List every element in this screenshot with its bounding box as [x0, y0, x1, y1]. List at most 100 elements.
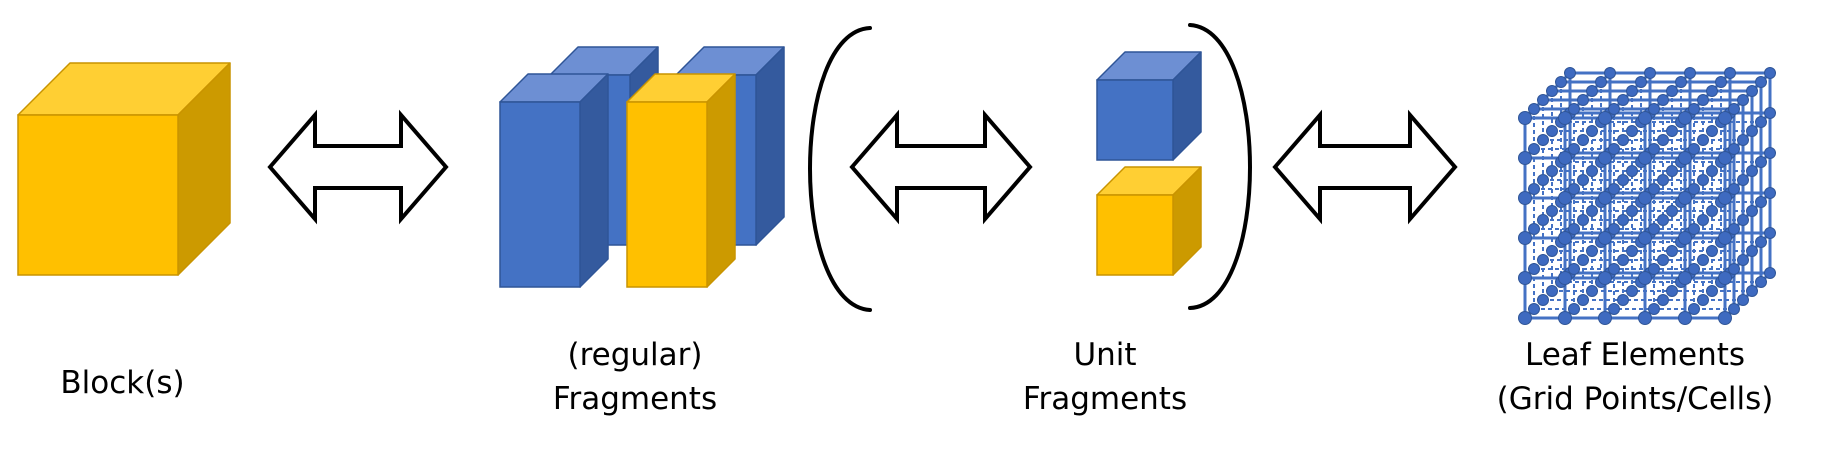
grid-node [1678, 191, 1692, 205]
unit-fragment-yellow [1096, 166, 1202, 276]
grid-node [1697, 94, 1709, 106]
grid-node [1528, 223, 1540, 235]
grid-node [1688, 143, 1700, 155]
grid-node [1568, 223, 1580, 235]
grid-node [1626, 165, 1638, 177]
grid-node [1598, 311, 1612, 325]
grid-node [1638, 271, 1652, 285]
grid-node [1617, 134, 1629, 146]
grid-node [1638, 231, 1652, 245]
grid-node [1558, 111, 1572, 125]
grid-node [1528, 103, 1540, 115]
grid-node [1546, 125, 1558, 137]
grid-node [1577, 214, 1589, 226]
grid-node [1546, 245, 1558, 257]
grid-node [1617, 94, 1629, 106]
grid-node [1626, 85, 1638, 97]
grid-node [1764, 147, 1776, 159]
caption-regular-fragments-line-2: Fragments [552, 381, 718, 417]
grid-node [1537, 214, 1549, 226]
grid-node [1617, 254, 1629, 266]
grid-node [1648, 143, 1660, 155]
unit-fragment-blue-front [1096, 79, 1174, 161]
grid-node [1718, 271, 1732, 285]
grid-node [1688, 223, 1700, 235]
grid-node [1537, 174, 1549, 186]
grid-node [1608, 303, 1620, 315]
grid-node [1706, 285, 1718, 297]
grid-node [1666, 85, 1678, 97]
grid-node [1697, 254, 1709, 266]
grid-node [1737, 94, 1749, 106]
grid-node [1518, 311, 1532, 325]
grid-node [1608, 143, 1620, 155]
fragment-front-yellow-front [626, 101, 708, 288]
caption-regular-fragments-line-1: (regular) [567, 337, 703, 373]
double-arrow-icon-1 [267, 109, 449, 225]
grid-node [1764, 267, 1776, 279]
caption-unit-fragments-line-2: Fragments [1022, 381, 1188, 417]
grid-node [1746, 245, 1758, 257]
grid-node [1598, 111, 1612, 125]
grid-node [1546, 165, 1558, 177]
grid-node [1678, 311, 1692, 325]
grid-node [1635, 76, 1647, 88]
grid-node [1568, 183, 1580, 195]
grid-node [1577, 254, 1589, 266]
grid-node [1518, 271, 1532, 285]
grid-node [1746, 165, 1758, 177]
grid-node [1678, 231, 1692, 245]
grid-node [1706, 245, 1718, 257]
grid-node [1746, 125, 1758, 137]
grid-node [1715, 76, 1727, 88]
grid-node [1577, 134, 1589, 146]
grid-node [1638, 111, 1652, 125]
grid-node [1718, 311, 1732, 325]
grid-node [1558, 191, 1572, 205]
grid-node [1755, 116, 1767, 128]
grid-node [1657, 294, 1669, 306]
grid-node [1638, 151, 1652, 165]
grid-node [1746, 285, 1758, 297]
grid-node [1595, 76, 1607, 88]
grid-node [1718, 231, 1732, 245]
grid-node [1558, 271, 1572, 285]
grid-node [1764, 67, 1776, 79]
grid-node [1648, 183, 1660, 195]
grid-node [1558, 231, 1572, 245]
grid-node [1666, 285, 1678, 297]
grid-node [1568, 303, 1580, 315]
grid-node [1657, 254, 1669, 266]
grid-node [1626, 285, 1638, 297]
grid-node [1617, 214, 1629, 226]
grid-node [1626, 205, 1638, 217]
grid-node [1678, 271, 1692, 285]
block-cube-icon [17, 62, 231, 276]
grid-node [1598, 151, 1612, 165]
grid-node [1626, 245, 1638, 257]
grid-node [1586, 285, 1598, 297]
grid-node [1688, 103, 1700, 115]
grid-node [1678, 151, 1692, 165]
grid-node [1608, 103, 1620, 115]
grid-node [1697, 174, 1709, 186]
grid-node [1555, 76, 1567, 88]
grid-node [1638, 311, 1652, 325]
grid-node [1755, 156, 1767, 168]
block-cube-icon-front [17, 114, 179, 276]
caption-regular-fragments: (regular) Fragments [515, 333, 755, 421]
grid-node [1608, 263, 1620, 275]
caption-leaf-elements-line-1: Leaf Elements [1524, 337, 1746, 373]
grid-node [1755, 236, 1767, 248]
grid-node [1764, 227, 1776, 239]
grid-node [1648, 303, 1660, 315]
grid-node [1718, 111, 1732, 125]
grid-node [1617, 294, 1629, 306]
grid-node [1608, 183, 1620, 195]
grid-node [1657, 214, 1669, 226]
grid-node [1755, 276, 1767, 288]
grid-node [1598, 231, 1612, 245]
grid-node [1746, 85, 1758, 97]
grid-node [1737, 294, 1749, 306]
grid-node [1728, 223, 1740, 235]
